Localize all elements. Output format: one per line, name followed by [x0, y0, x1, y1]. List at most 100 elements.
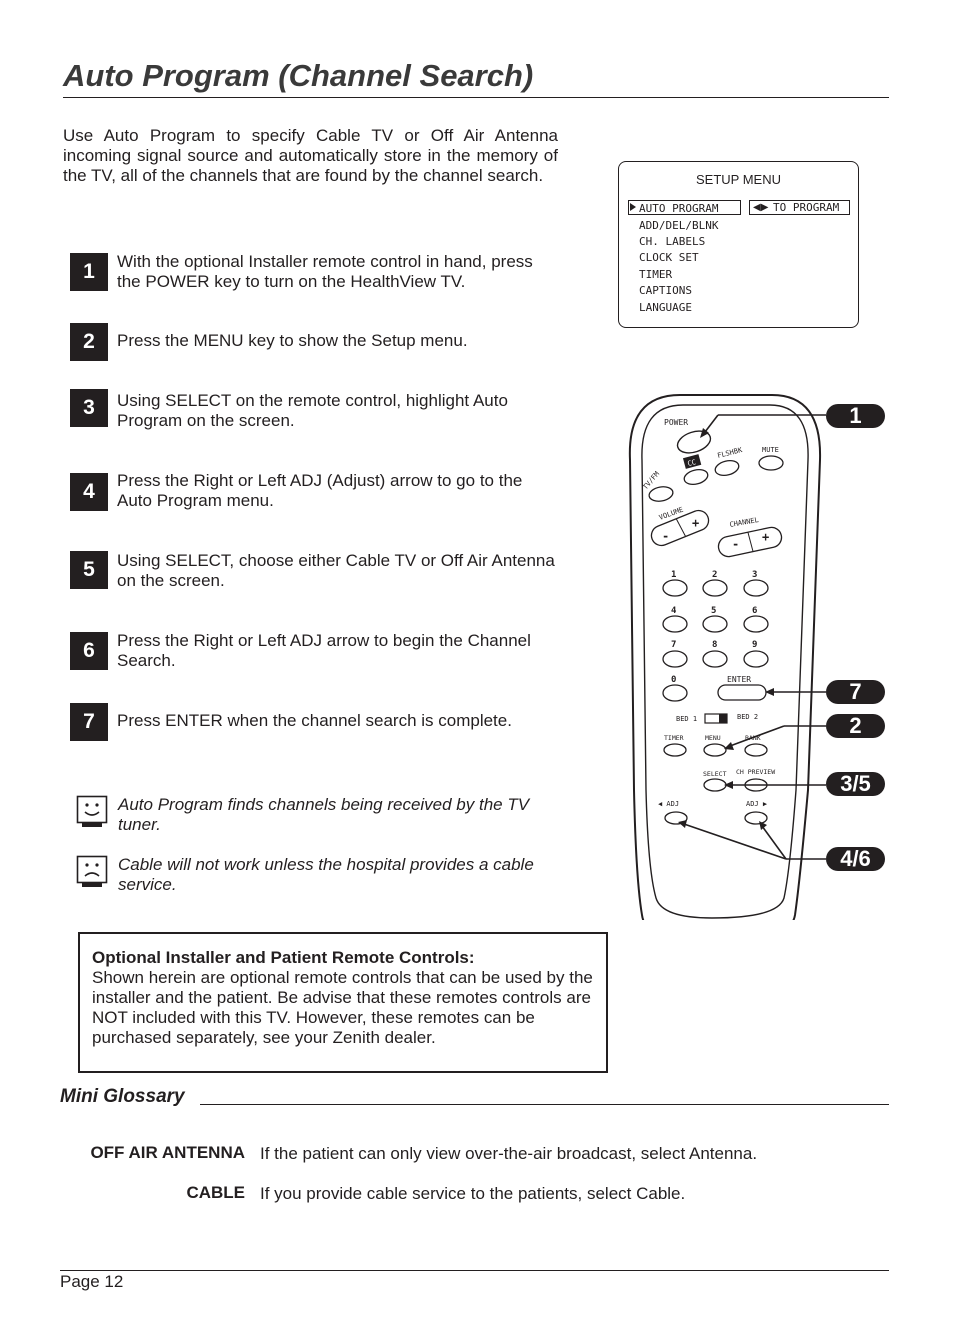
callout-3-5: 3/5 — [826, 771, 885, 796]
cc-icon — [682, 454, 702, 469]
digit-1-label: 1 — [671, 570, 676, 580]
leader-line-2b — [729, 725, 785, 747]
step-number: 6 — [70, 632, 108, 670]
select-button — [703, 778, 727, 792]
leader-arrow-35 — [724, 781, 733, 789]
digit-5-label: 5 — [711, 606, 716, 616]
menu-item-clock-set: CLOCK SET — [639, 251, 699, 264]
digit-3-label: 3 — [752, 570, 757, 580]
channel-label: CHANNEL — [729, 516, 759, 529]
digit-0-button — [662, 684, 688, 702]
sad-face-icon — [76, 855, 108, 887]
menu-label: MENU — [705, 734, 721, 742]
intro-paragraph: Use Auto Program to specify Cable TV or … — [63, 126, 558, 185]
optional-box-title: Optional Installer and Patient Remote Co… — [92, 948, 475, 967]
leader-arrow-2 — [724, 742, 734, 750]
footer-divider — [60, 1270, 889, 1271]
menu-item-add-del-blnk: ADD/DEL/BLNK — [639, 219, 719, 232]
power-button — [676, 430, 712, 454]
flshbk-button — [714, 459, 740, 477]
setup-menu-title: SETUP MENU — [696, 172, 781, 187]
menu-item-ch-labels: CH. LABELS — [639, 235, 706, 248]
digit-8-label: 8 — [712, 640, 717, 650]
setup-menu-screen: SETUP MENU ◀▶ TO PROGRAM AUTO PROGRAM AD… — [618, 161, 859, 328]
volume-divider — [675, 518, 687, 537]
step-text: Using SELECT, choose either Cable TV or … — [117, 551, 555, 590]
flshbk-label: FLSHBK — [717, 446, 744, 460]
remote-body — [628, 394, 822, 920]
digit-1-button — [662, 579, 688, 597]
pointer-arrow-icon — [630, 203, 636, 211]
enter-label: ENTER — [727, 675, 751, 684]
glossary-term: OFF AIR ANTENNA — [90, 1143, 245, 1162]
digit-5-button — [702, 615, 728, 633]
remote-control-illustration: POWER FLSHBK MUTE TV/FM VOLUME CHANNEL C… — [628, 394, 826, 920]
digit-7-button — [662, 650, 688, 668]
remote-inner-outline — [641, 404, 809, 919]
digit-3-button — [743, 579, 769, 597]
step-text: Press the MENU key to show the Setup men… — [117, 331, 468, 350]
menu-button — [703, 743, 727, 757]
select-label: SELECT — [703, 770, 727, 778]
digit-9-button — [743, 650, 769, 668]
glossary-title: Mini Glossary — [60, 1086, 185, 1107]
digit-4-label: 4 — [671, 606, 677, 616]
note-text: Cable will not work unless the hospital … — [118, 855, 534, 894]
digit-2-label: 2 — [712, 570, 717, 580]
digit-6-button — [743, 615, 769, 633]
digit-9-label: 9 — [752, 640, 757, 650]
adj-left-button — [664, 811, 688, 825]
cc-label: CC — [687, 458, 697, 468]
step-text: Using SELECT on the remote control, high… — [117, 391, 508, 430]
glossary-divider — [200, 1104, 889, 1105]
channel-divider — [747, 532, 754, 552]
mute-label: MUTE — [762, 446, 779, 454]
bed2-label: BED 2 — [737, 713, 758, 721]
step-text: Press the Right or Left ADJ arrow to beg… — [117, 631, 531, 670]
step-number: 1 — [70, 253, 108, 291]
leader-line-46b — [761, 825, 787, 860]
digit-2-button — [702, 579, 728, 597]
cc-button — [683, 468, 709, 486]
tvfm-button — [648, 486, 674, 502]
leader-arrow-1 — [700, 428, 709, 438]
ch-preview-label: CH PREVIEW — [736, 768, 775, 776]
leader-line-46a — [683, 823, 787, 860]
timer-label: TIMER — [664, 734, 684, 742]
menu-item-language: LANGUAGE — [639, 301, 692, 314]
adj-left-label: ◀ ADJ — [658, 800, 679, 808]
hint-box — [749, 200, 850, 215]
hint-text: TO PROGRAM — [773, 201, 840, 214]
page-number: Page 12 — [60, 1272, 124, 1291]
mute-button — [758, 455, 784, 471]
volume-label: VOLUME — [658, 506, 685, 522]
bed-switch-knob — [719, 714, 727, 723]
menu-item-auto-program: AUTO PROGRAM — [639, 202, 719, 215]
glossary-definition: If the patient can only view over-the-ai… — [260, 1144, 758, 1163]
digit-7-label: 7 — [671, 640, 676, 650]
leader-arrow-46a — [678, 820, 687, 828]
happy-face-icon — [76, 795, 108, 827]
left-right-arrows-icon: ◀▶ — [753, 202, 769, 213]
step-text: With the optional Installer remote contr… — [117, 252, 533, 291]
timer-button — [663, 743, 687, 757]
optional-box-body: Shown herein are optional remote control… — [92, 968, 593, 1047]
glossary-term: CABLE — [186, 1183, 245, 1202]
volume-minus: - — [662, 529, 669, 543]
bed1-label: BED 1 — [676, 715, 697, 723]
title-divider — [63, 97, 889, 98]
leader-arrow-7 — [765, 688, 774, 696]
page-title: Auto Program (Channel Search) — [63, 58, 534, 93]
glossary-definition: If you provide cable service to the pati… — [260, 1184, 686, 1203]
note-text: Auto Program finds channels being receiv… — [118, 795, 530, 834]
digit-8-button — [702, 650, 728, 668]
digit-6-label: 6 — [752, 606, 757, 616]
selected-item-highlight — [628, 200, 741, 215]
step-number: 3 — [70, 389, 108, 427]
power-label: POWER — [664, 418, 688, 427]
bank-button — [744, 743, 768, 757]
adj-right-button — [744, 811, 768, 825]
step-text: Press the Right or Left ADJ (Adjust) arr… — [117, 471, 523, 510]
callout-1: 1 — [826, 403, 885, 428]
step-number: 5 — [70, 551, 108, 589]
